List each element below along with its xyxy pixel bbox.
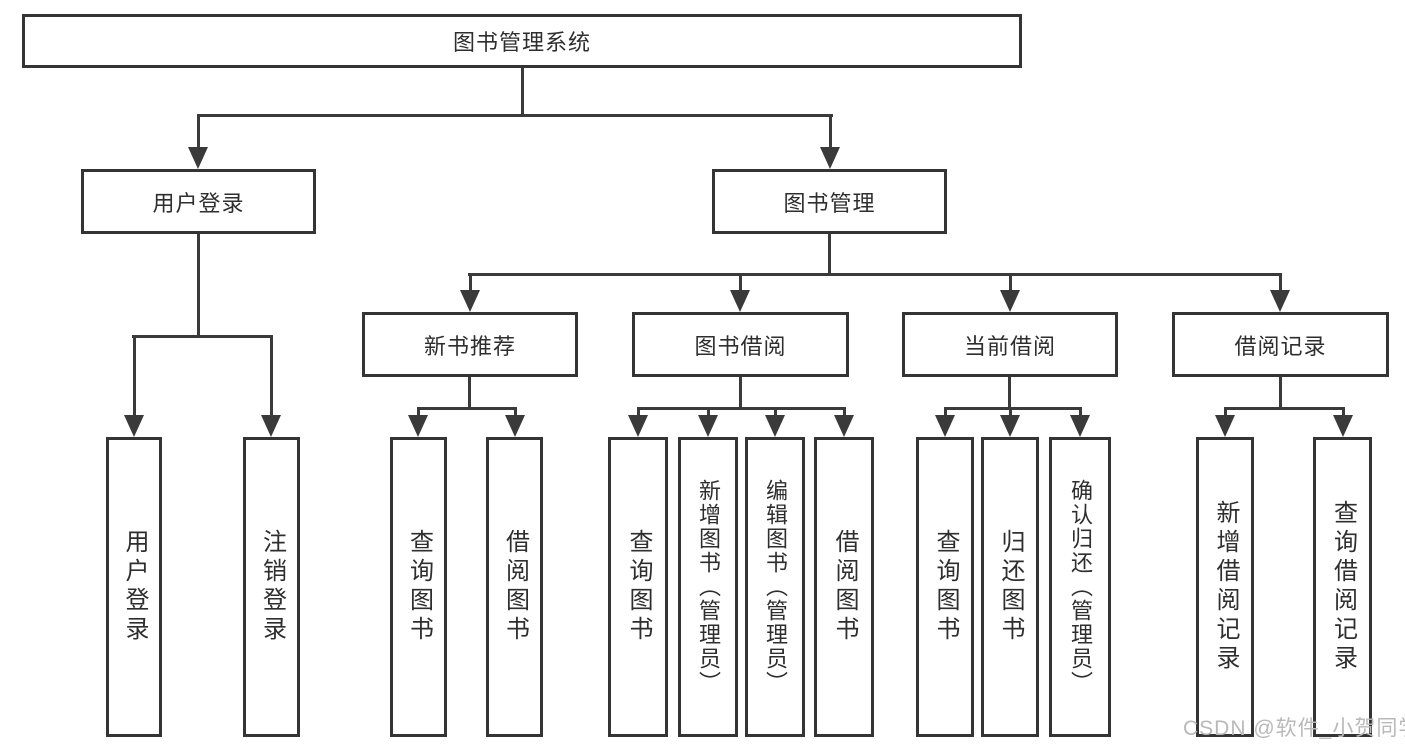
connector-line-borrow-records-trunk [1279,375,1282,409]
leaf-query-books-current: 查询图书 [916,437,974,737]
leaf-query-books-recommend: 查询图书 [390,437,447,737]
arrow-to-leaf-borrow-books [834,407,854,437]
arrow-to-user-login [188,114,208,169]
leaf-confirm-return-admin-label: 确认归还（管理员） [1068,479,1093,695]
leaf-edit-book-admin-label: 编辑图书（管理员） [763,479,788,695]
leaf-query-books-current-label: 查询图书 [932,529,959,645]
arrow-to-leaf-query-books-current [935,407,955,437]
leaf-borrow-books-label: 借阅图书 [831,529,858,645]
connector-line-book-borrow-bus [637,407,845,410]
arrow-to-leaf-query-books-borrow [628,407,648,437]
arrow-to-leaf-return-books [1000,407,1020,437]
arrow-to-leaf-edit-book-admin [765,407,785,437]
node-book-borrow: 图书借阅 [632,312,849,377]
node-borrow-records-label: 借阅记录 [1234,333,1327,359]
node-new-book-recommend-label: 新书推荐 [423,333,516,359]
connector-line-current-borrow-bus [944,407,1081,410]
leaf-query-books-borrow: 查询图书 [608,437,668,737]
connector-line-user-login-trunk [197,232,200,338]
arrow-to-book-management [820,114,840,169]
connector-line-book-borrow-trunk [739,375,742,409]
leaf-user-login: 用户登录 [106,437,162,737]
leaf-logout-label: 注销登录 [258,529,286,645]
leaf-edit-book-admin: 编辑图书（管理员） [745,437,805,737]
connector-line-current-borrow-trunk [1008,375,1011,409]
leaf-query-borrow-record-label: 查询借阅记录 [1329,500,1357,674]
leaf-borrow-books-recommend: 借阅图书 [486,437,543,737]
node-root-label: 图书管理系统 [452,30,591,55]
connector-line-root-trunk [521,66,524,116]
leaf-query-borrow-record: 查询借阅记录 [1313,437,1372,737]
node-new-book-recommend: 新书推荐 [362,312,578,377]
node-book-management-label: 图书管理 [783,190,876,216]
leaf-return-books: 归还图书 [981,437,1039,737]
connector-line-new-book-bus [417,407,516,410]
arrow-to-borrow-records [1270,273,1290,312]
arrow-to-book-borrow [730,273,750,312]
leaf-add-book-admin-label: 新增图书（管理员） [696,479,721,695]
leaf-confirm-return-admin: 确认归还（管理员） [1049,437,1111,737]
leaf-query-books-recommend-label: 查询图书 [405,529,433,645]
connector-line-level1-bus [197,114,833,117]
connector-line-book-mgmt-trunk [828,232,831,275]
leaf-query-books-borrow-label: 查询图书 [625,529,652,645]
arrow-to-leaf-user-login [124,335,144,437]
arrow-to-current-borrow [1000,273,1020,312]
arrow-to-leaf-query-borrow-record [1333,407,1353,437]
connector-line-borrow-records-bus [1224,407,1344,410]
leaf-return-books-label: 归还图书 [997,529,1024,645]
arrow-to-leaf-add-borrow-record [1215,407,1235,437]
leaf-add-book-admin: 新增图书（管理员） [678,437,738,737]
arrow-to-leaf-query-books-recommend [408,407,428,437]
leaf-borrow-books-recommend-label: 借阅图书 [501,529,529,645]
csdn-watermark: CSDN @软件_小贺同学 [1183,717,1405,740]
node-borrow-records: 借阅记录 [1172,312,1389,377]
connector-line-new-book-trunk [468,375,471,409]
arrow-to-leaf-logout [261,335,281,437]
node-book-management: 图书管理 [712,169,947,234]
leaf-borrow-books: 借阅图书 [814,437,874,737]
connector-line-book-mgmt-bus [468,273,1282,276]
leaf-user-login-label: 用户登录 [121,529,148,645]
leaf-add-borrow-record: 新增借阅记录 [1196,437,1254,737]
node-root: 图书管理系统 [22,14,1022,68]
node-user-login-label: 用户登录 [152,190,245,216]
leaf-logout: 注销登录 [243,437,300,737]
arrow-to-leaf-borrow-books-recommend [505,407,525,437]
node-current-borrow-label: 当前借阅 [963,333,1056,359]
node-current-borrow: 当前借阅 [902,312,1118,377]
leaf-add-borrow-record-label: 新增借阅记录 [1212,500,1239,674]
node-user-login: 用户登录 [81,169,316,234]
arrow-to-leaf-confirm-return-admin [1070,407,1090,437]
arrow-to-leaf-add-book-admin [698,407,718,437]
arrow-to-new-book-recommend [460,273,480,312]
connector-line-user-login-bus [132,335,273,338]
node-book-borrow-label: 图书借阅 [694,333,787,359]
